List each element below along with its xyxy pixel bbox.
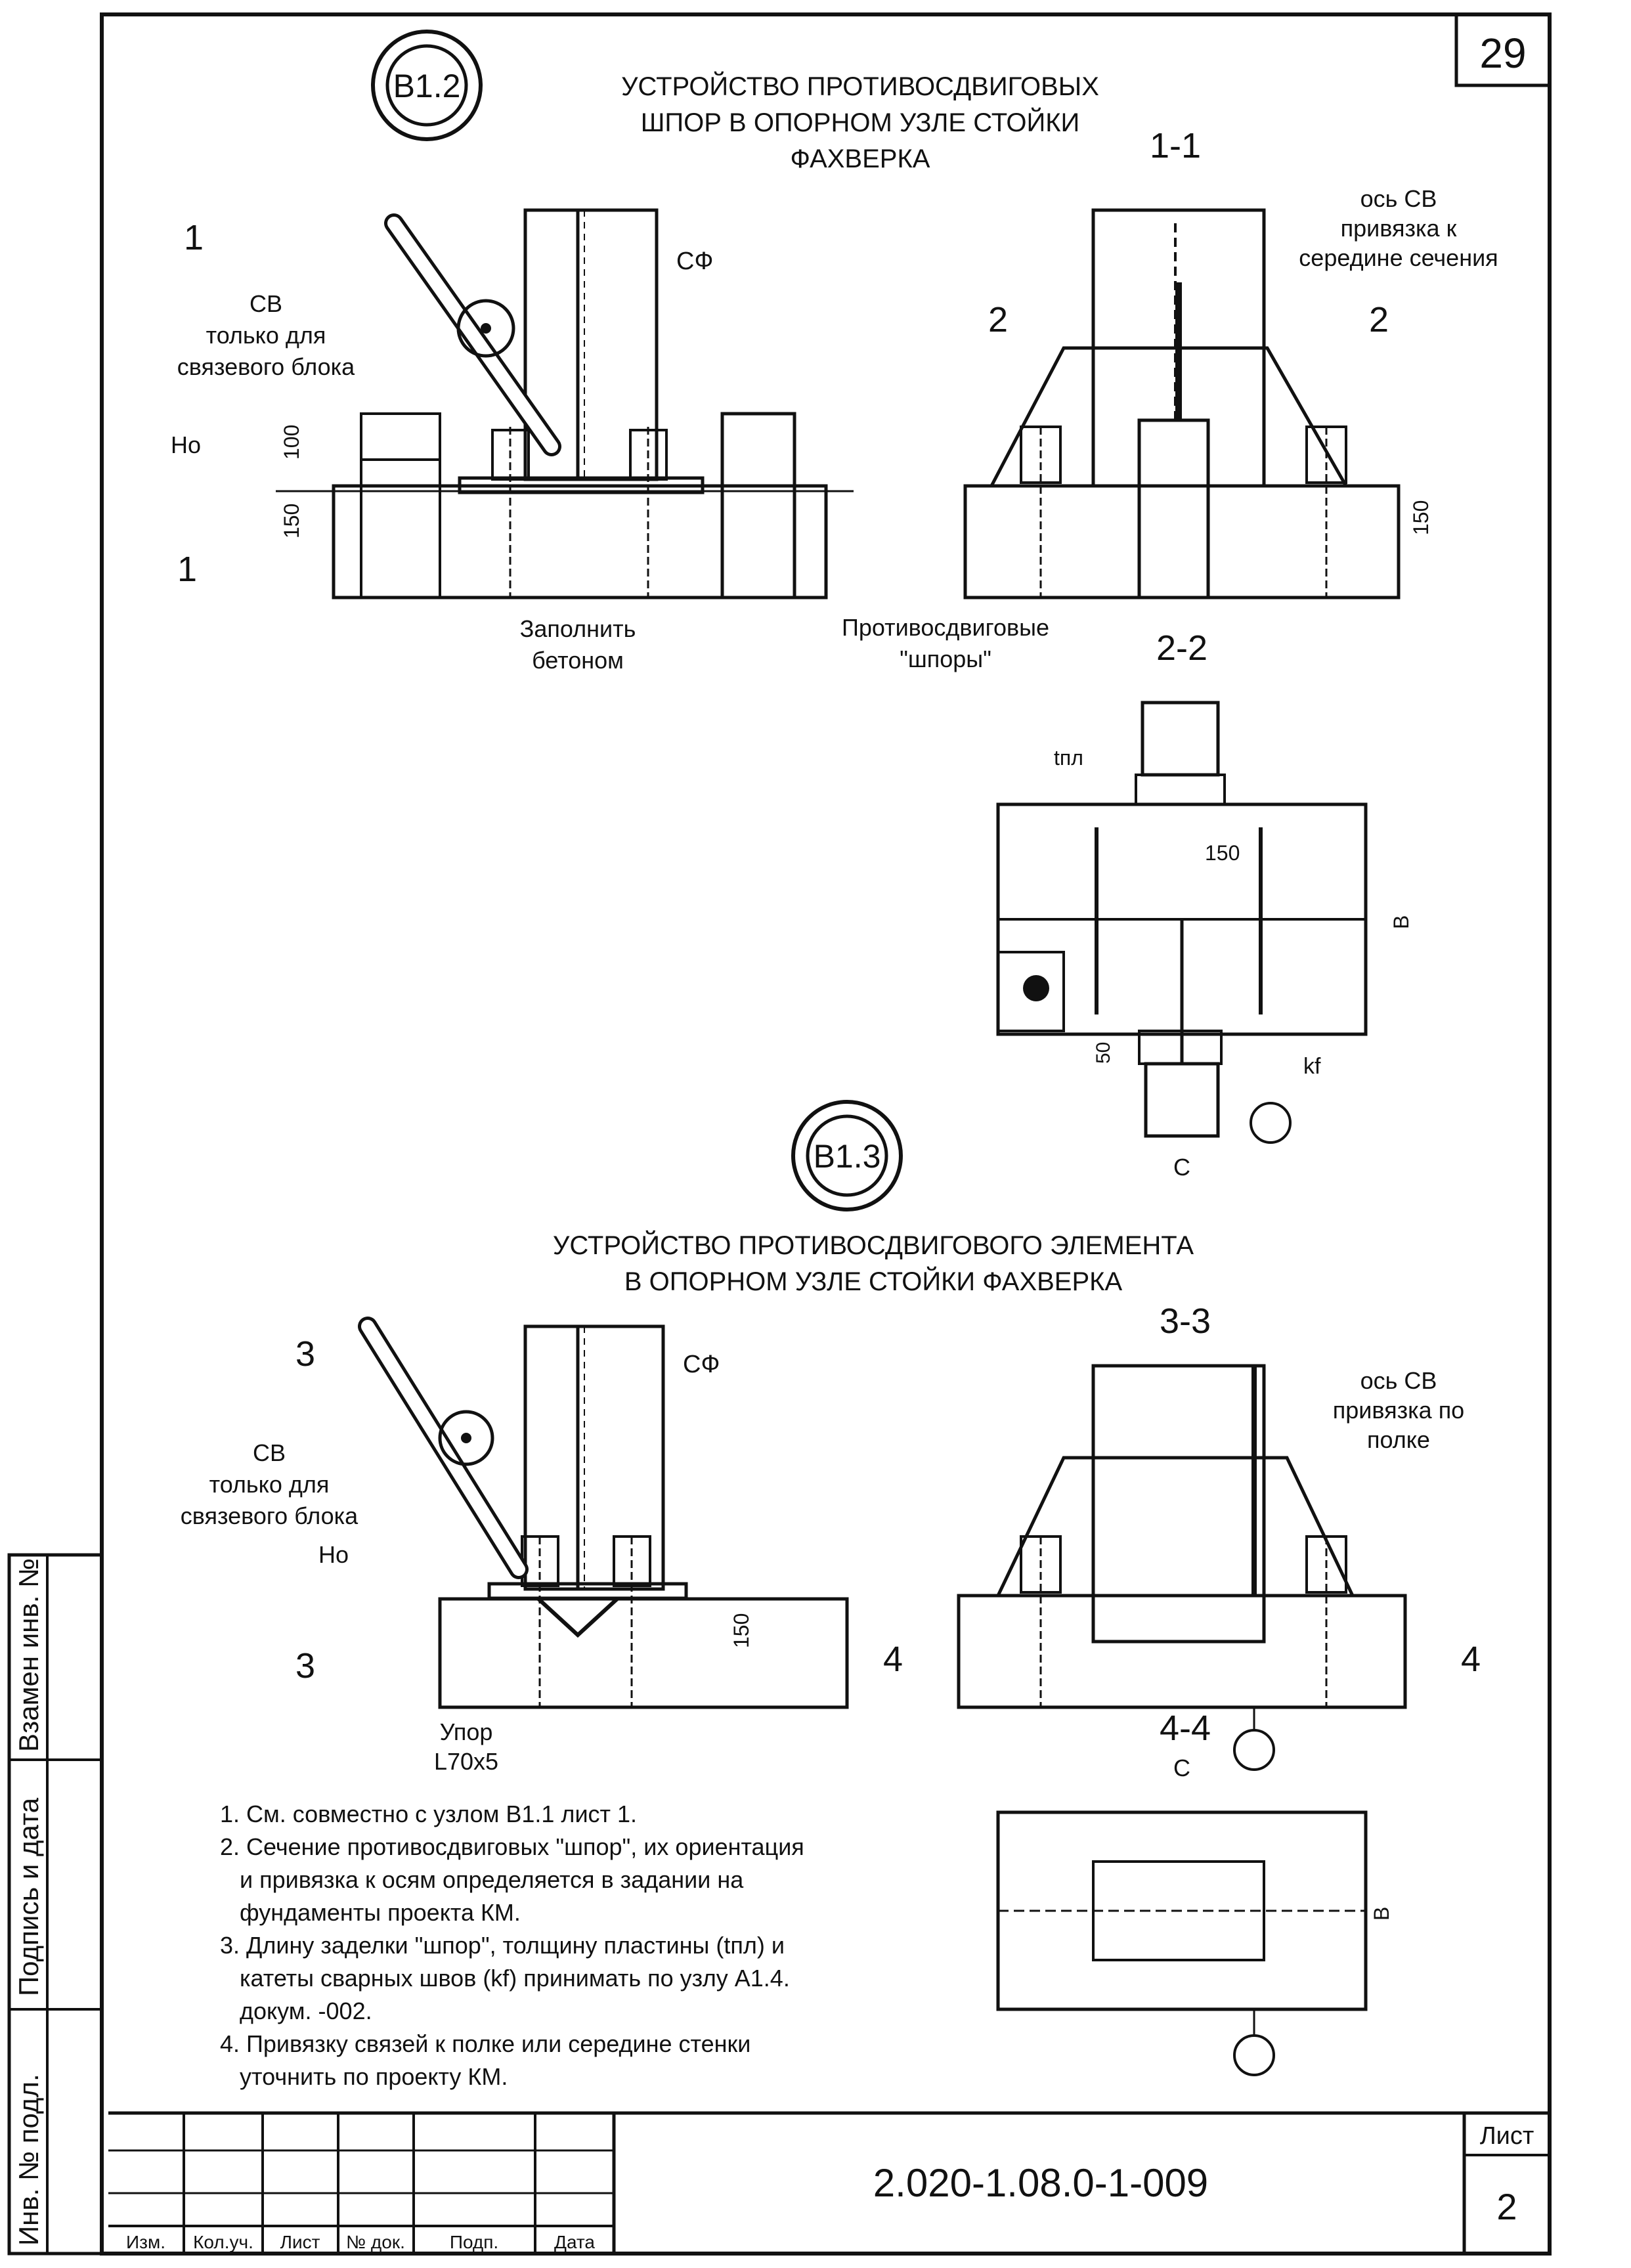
note-line-1: 1. См. совместно с узлом В1.1 лист 1. [220, 1800, 637, 1827]
title-col-date: Дата [554, 2232, 595, 2252]
note-line-4: фундаменты проекта КМ. [240, 1899, 521, 1926]
stamp-replacement-inv: Взамен инв. № [13, 1558, 44, 1752]
sheet-label: Лист [1480, 2122, 1534, 2150]
section-2-2 [996, 701, 1368, 1144]
label-upor-2: L70x5 [434, 1748, 498, 1775]
section-mark-1-top: 1 [184, 218, 204, 257]
label-anti-shear-1: Противосдвиговые [842, 614, 1049, 641]
node-b13-mark-label: В1.3 [814, 1138, 881, 1175]
stamp-signature-date: Подпись и дата [13, 1797, 44, 1996]
title-col-kol-uch: Кол.уч. [193, 2232, 253, 2252]
node-b12-mark-label: В1.2 [393, 68, 461, 104]
title-col-signature: Подп. [450, 2232, 498, 2252]
label-axis-sv-flange-1: ось СВ [1360, 1367, 1437, 1394]
note-line-7: докум. -002. [240, 1997, 372, 2024]
label-kf: kf [1303, 1054, 1321, 1079]
label-axis-sv-mid-3: середине сечения [1299, 244, 1498, 271]
title-col-doc-no: № док. [346, 2232, 405, 2252]
note-line-2: 2. Сечение противосдвиговых "шпор", их о… [220, 1833, 804, 1860]
section-title-4-4: 4-4 [1160, 1709, 1211, 1748]
label-fill-concrete-1: Заполнить [520, 615, 636, 642]
note-line-8: 4. Привязку связей к полке или середине … [220, 2030, 750, 2057]
dimension-50: 50 [1093, 1042, 1114, 1064]
section-mark-4-left: 4 [883, 1640, 903, 1679]
title-col-list: Лист [280, 2232, 320, 2252]
label-sv-2: только для [206, 322, 326, 349]
note-line-9: уточнить по проекту КМ. [240, 2063, 508, 2090]
node-b12-title-line3: ФАХВЕРКА [791, 144, 930, 173]
section-3-3 [957, 1364, 1407, 1771]
node-b13-title-line2: В ОПОРНОМ УЗЛЕ СТОЙКИ ФАХВЕРКА [624, 1266, 1123, 1296]
label-anti-shear-2: "шпоры" [900, 645, 991, 672]
label-ho: Но [171, 431, 201, 458]
label-t-pl: tпл [1054, 746, 1083, 770]
dimension-c-sec44: С [1173, 1755, 1190, 1781]
label-axis-sv-mid-1: ось СВ [1360, 185, 1437, 212]
section-title-1-1: 1-1 [1150, 126, 1201, 165]
dimension-150-b12: 150 [280, 504, 303, 538]
label-axis-sv-mid-2: привязка к [1341, 215, 1457, 242]
node-b12-title-line1: УСТРОЙСТВО ПРОТИВОСДВИГОВЫХ [621, 71, 1099, 101]
dimension-b-sec22: В [1389, 915, 1413, 929]
dimension-150-sec11: 150 [1409, 500, 1433, 535]
page-number-top: 29 [1479, 30, 1526, 77]
section-mark-2-left: 2 [988, 300, 1008, 339]
page-number-box [1454, 12, 1552, 87]
label-axis-sv-flange-3: полке [1367, 1426, 1430, 1453]
title-block [108, 2111, 1550, 2254]
node-b13-mark [791, 1100, 903, 1211]
dimension-c-sec22: С [1173, 1154, 1190, 1181]
dimension-150-sec22: 150 [1205, 841, 1240, 865]
dimension-150-b13: 150 [729, 1613, 753, 1648]
node-b13-elevation [358, 1317, 849, 1709]
label-sv-1: СВ [250, 290, 282, 317]
stamp-inv-original: Инв. № подл. [13, 2074, 44, 2246]
label-sf: СФ [676, 248, 713, 275]
section-4-4 [996, 1810, 1368, 2076]
label-ho-b13: Но [318, 1541, 349, 1568]
side-stamp [7, 1553, 104, 2256]
section-mark-3-top: 3 [295, 1334, 315, 1374]
label-sv-b13-1: СВ [253, 1439, 286, 1466]
section-mark-4-right: 4 [1461, 1640, 1481, 1679]
label-sv-3: связевого блока [177, 353, 355, 380]
dimension-100: 100 [280, 425, 303, 460]
node-b12-title-line2: ШПОР В ОПОРНОМ УЗЛЕ СТОЙКИ [641, 107, 1080, 137]
node-b12-elevation [276, 208, 854, 600]
note-line-5: 3. Длину заделки "шпор", толщину пластин… [220, 1932, 785, 1959]
label-sv-b13-2: только для [209, 1471, 330, 1498]
section-1-1 [963, 208, 1401, 600]
sheet-frame [100, 12, 1552, 2256]
section-title-2-2: 2-2 [1156, 628, 1207, 668]
node-b12-mark [371, 30, 483, 141]
section-mark-3-bottom: 3 [295, 1646, 315, 1686]
label-sv-b13-3: связевого блока [181, 1502, 359, 1529]
document-code: 2.020-1.08.0-1-009 [873, 2161, 1208, 2205]
section-mark-1-bottom: 1 [177, 550, 197, 589]
label-upor-1: Упор [440, 1718, 493, 1745]
label-sf-b13: СФ [683, 1351, 720, 1378]
title-col-izm: Изм. [126, 2232, 165, 2252]
sheet-number: 2 [1496, 2186, 1517, 2227]
note-line-6: катеты сварных швов (kf) принимать по уз… [240, 1965, 790, 1992]
dimension-b-sec44: В [1370, 1907, 1393, 1921]
note-line-3: и привязка к осям определяется в задании… [240, 1866, 744, 1893]
section-mark-2-right: 2 [1369, 300, 1389, 339]
label-axis-sv-flange-2: привязка по [1333, 1397, 1464, 1424]
label-fill-concrete-2: бетоном [532, 647, 624, 674]
node-b13-title-line1: УСТРОЙСТВО ПРОТИВОСДВИГОВОГО ЭЛЕМЕНТА [553, 1230, 1194, 1260]
section-title-3-3: 3-3 [1160, 1301, 1211, 1341]
